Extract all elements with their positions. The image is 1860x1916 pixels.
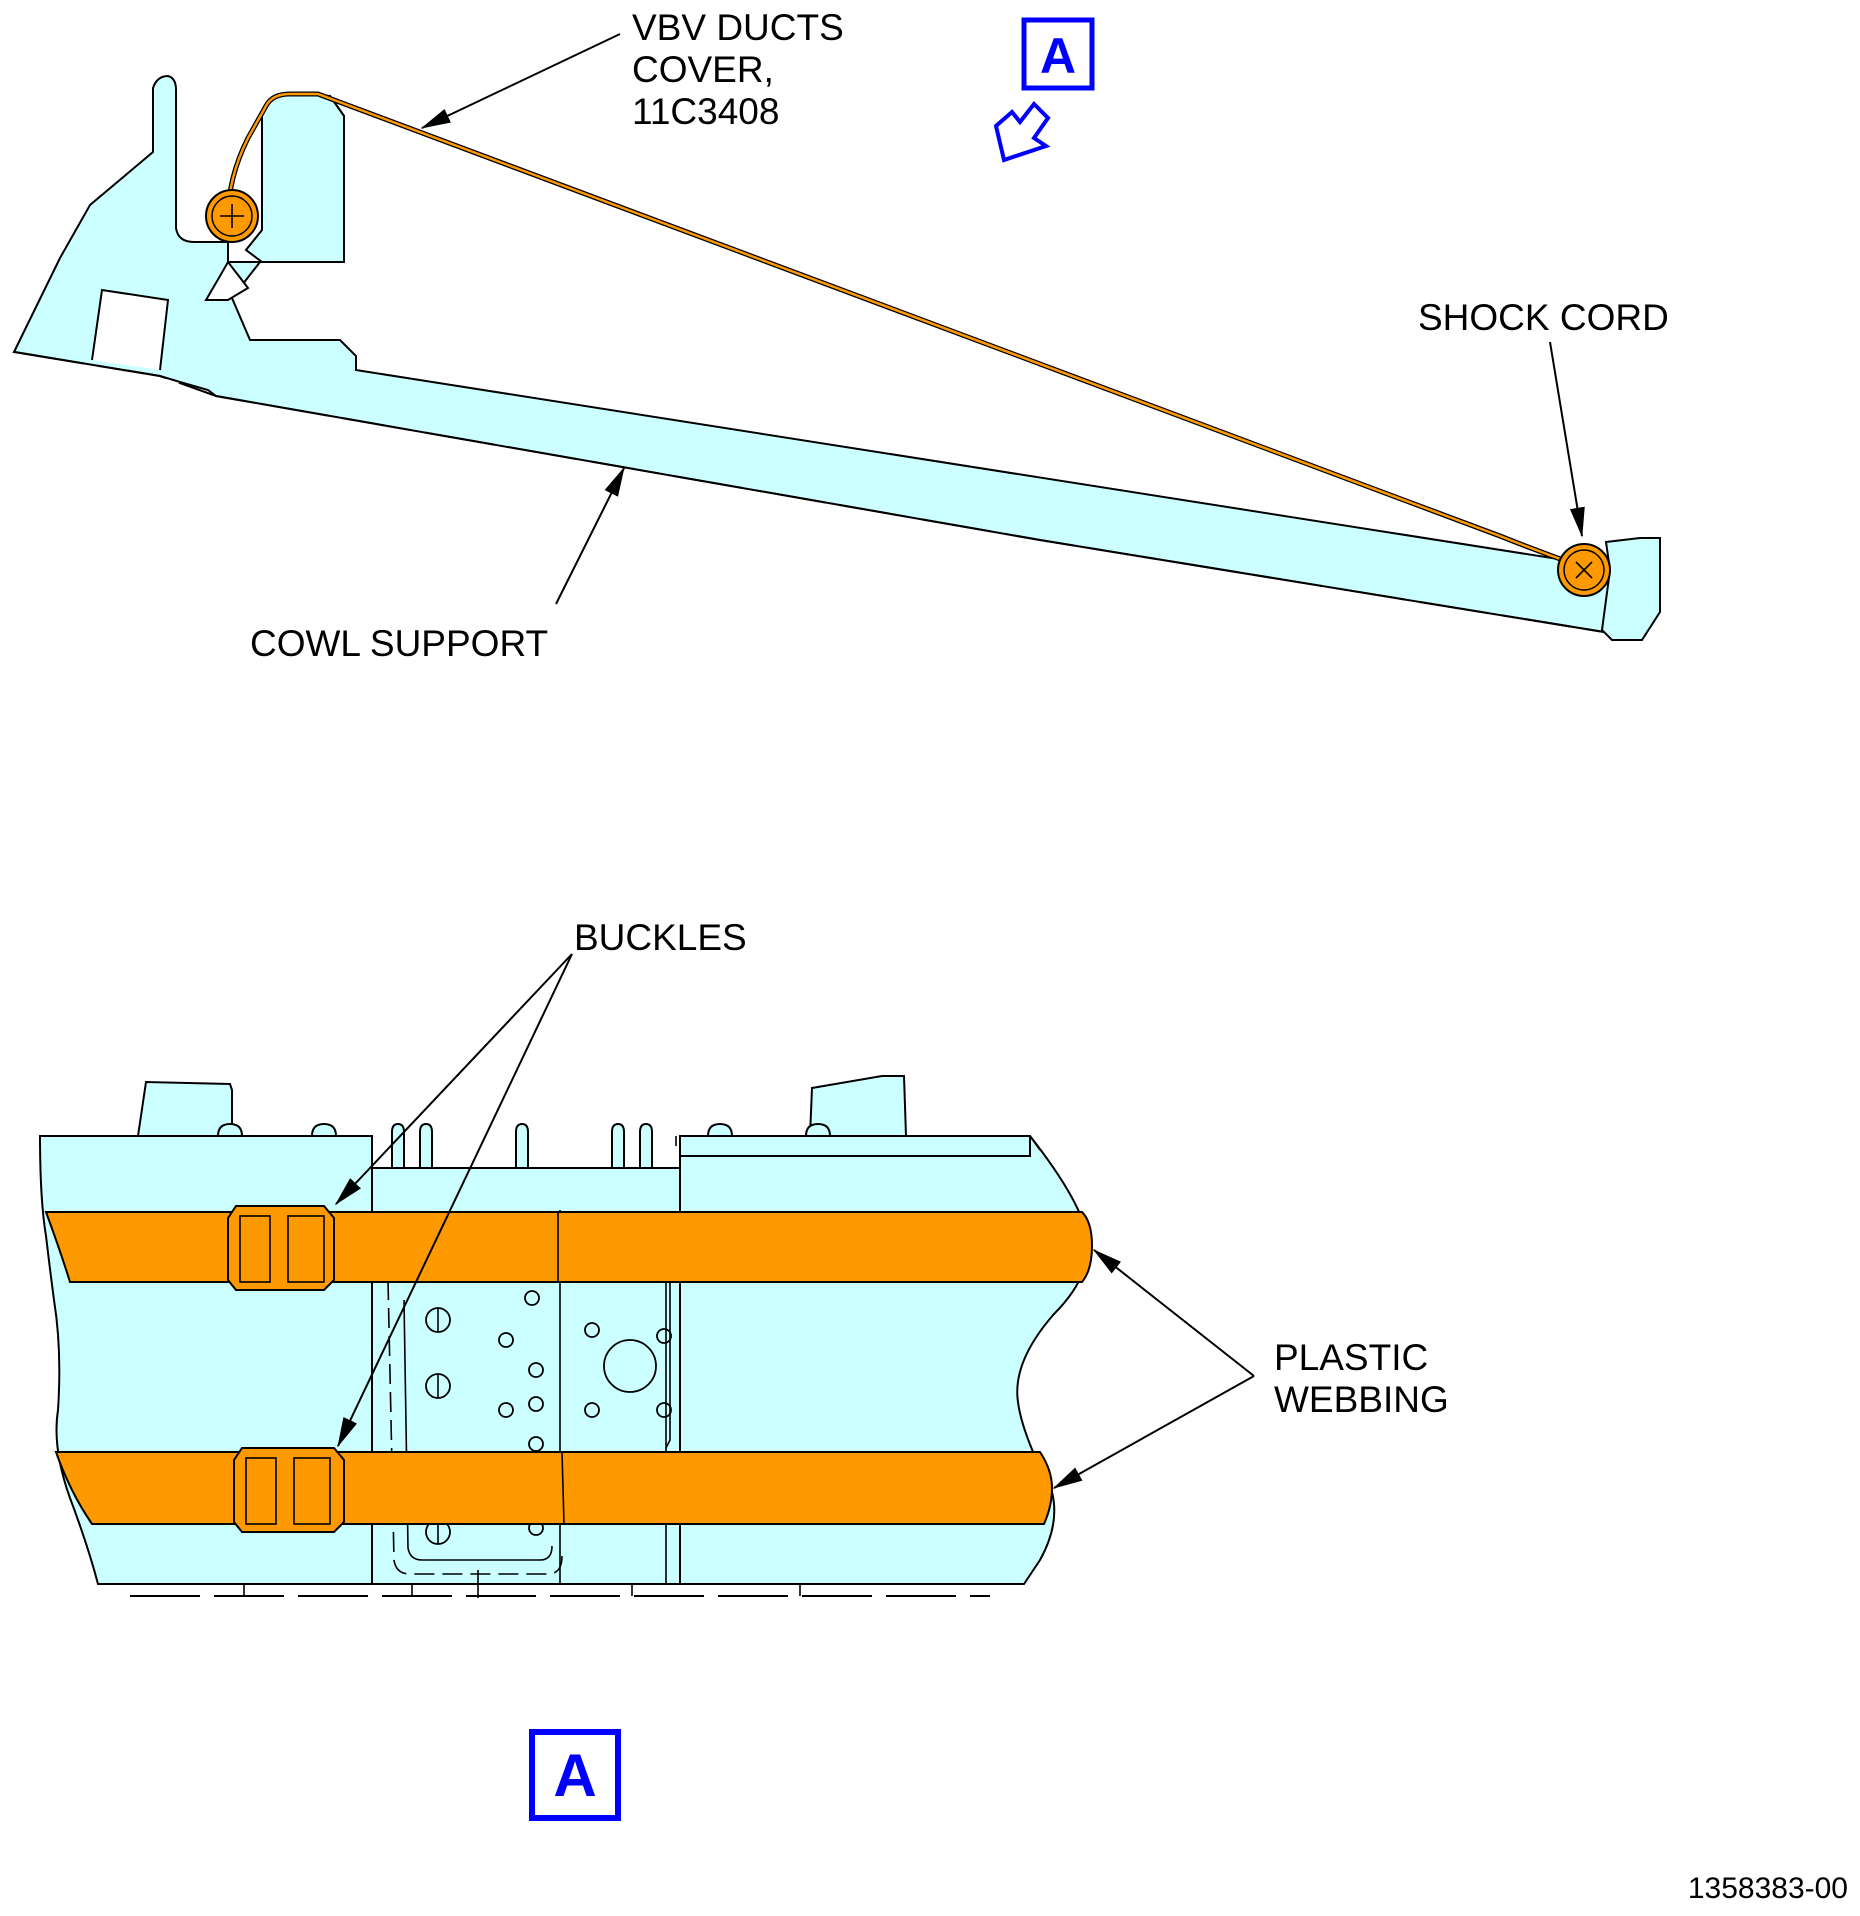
cowl-support-lower-edge (13, 351, 1605, 633)
top-edge-fasteners (216, 1122, 832, 1169)
leader-shock-cord (1549, 341, 1585, 538)
cowl-support-slot (91, 288, 170, 371)
label-buckles: BUCKLES (574, 917, 747, 958)
plastic-webbing-lower (54, 1451, 1054, 1525)
label-vbv-ducts-line1: VBV DUCTS (632, 7, 844, 48)
leader-plastic-lower (1052, 1375, 1255, 1489)
cord-end-plus-icon (220, 204, 244, 228)
view-tag-a-bottom: A (553, 1742, 596, 1809)
view-a: BUCKLES PLASTIC WEBBING A (38, 917, 1449, 1821)
leader-buckles-lower (337, 953, 573, 1448)
label-shock-cord: SHOCK CORD (1418, 297, 1669, 338)
leader-buckles-upper (334, 953, 573, 1206)
label-vbv-ducts-line2: COVER, (632, 49, 774, 90)
cowl-support-right-end (1600, 537, 1661, 641)
label-plastic-line1: PLASTIC (1274, 1337, 1428, 1378)
vbv-ducts-cover-strap-core (226, 92, 1581, 568)
view-tag-a-bottom-box (529, 1729, 621, 1821)
view-a-top-bump-left (136, 1080, 233, 1137)
view-tag-a-top: A (1040, 28, 1076, 84)
label-cowl-support: COWL SUPPORT (250, 623, 548, 664)
label-plastic-line2: WEBBING (1274, 1379, 1449, 1420)
section-view: A VBV DUCTS COVER, 11C3408 SHOCK CORD CO… (12, 7, 1669, 664)
plastic-webbing-upper (44, 1211, 1094, 1283)
view-direction-arrow-icon (993, 100, 1051, 163)
buckle-lower (233, 1447, 345, 1533)
cord-end-cross-icon (1575, 561, 1593, 579)
cowl-support-body (12, 74, 1661, 641)
leader-cowl-support (555, 466, 625, 605)
view-a-right-cover (679, 1135, 1031, 1157)
view-tag-a-top-box (1021, 17, 1095, 91)
figure-number: 1358383-00 (1688, 1872, 1848, 1905)
buckle-upper (227, 1205, 335, 1291)
leader-vbv-ducts (420, 33, 621, 129)
label-vbv-ducts-line3: 11C3408 (632, 91, 779, 132)
cowl-support-notch (204, 260, 250, 301)
leader-plastic-upper (1092, 1249, 1255, 1377)
